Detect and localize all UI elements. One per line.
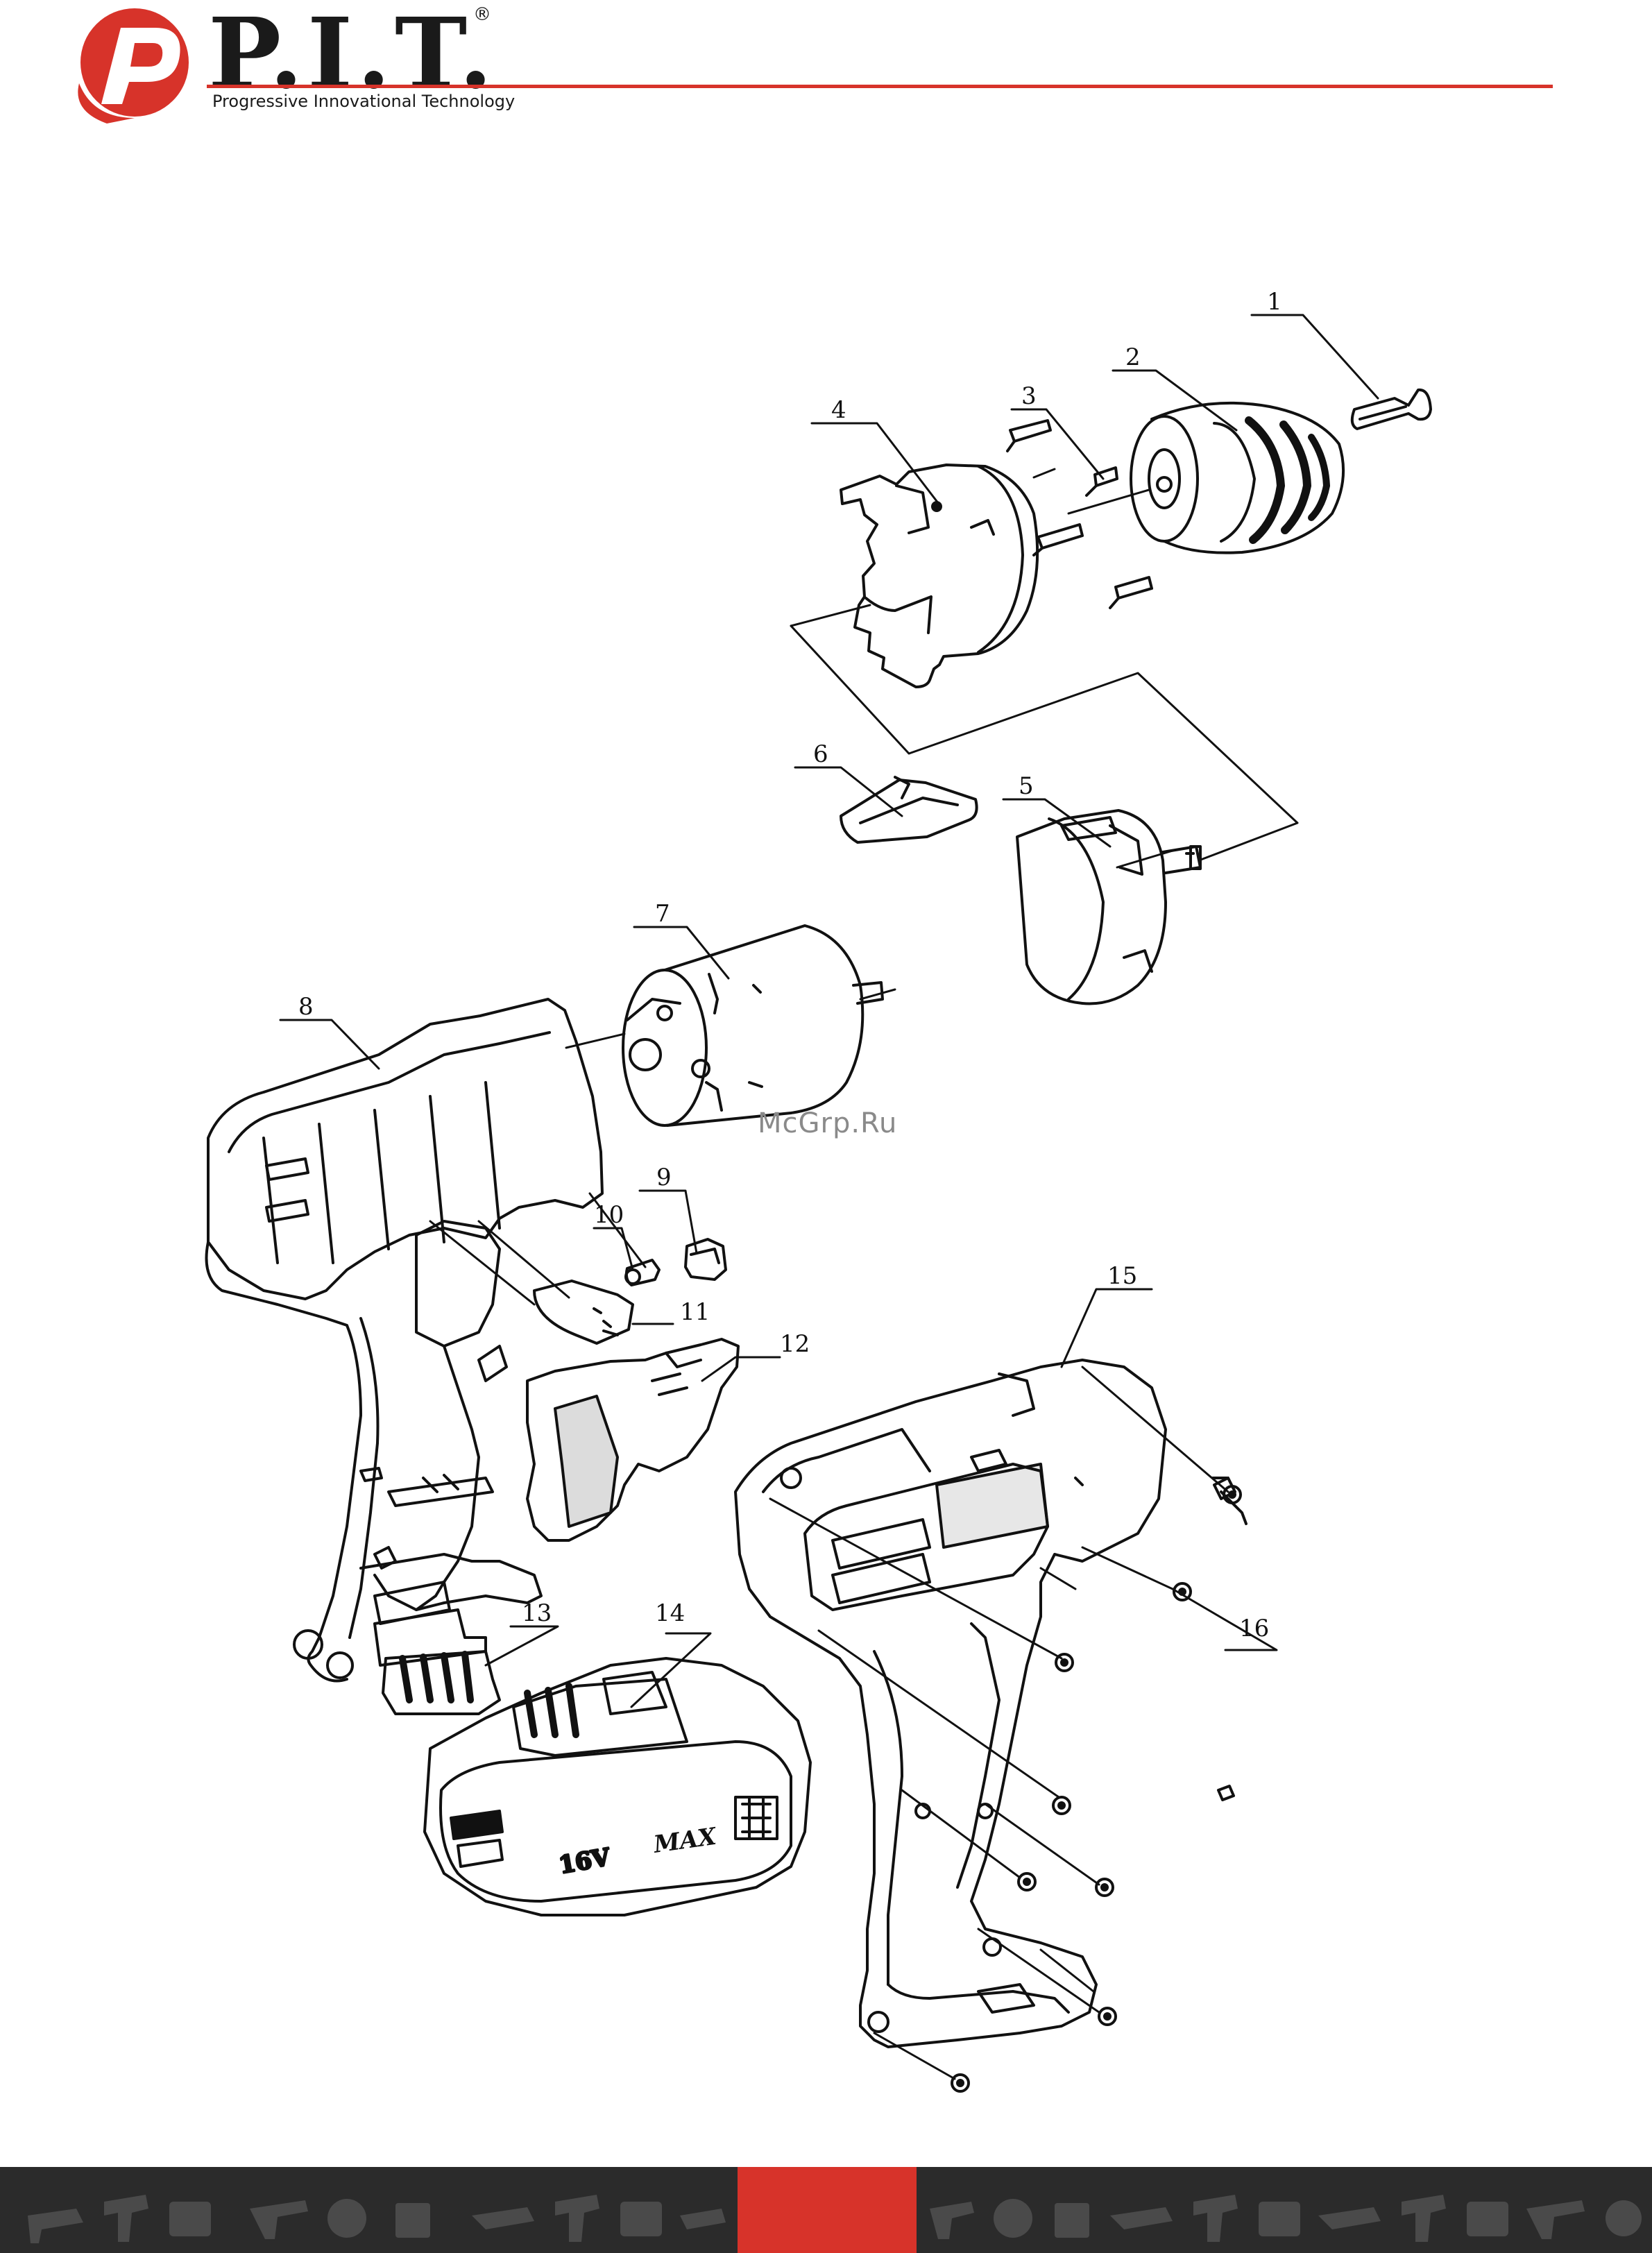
part-13-terminal-block	[383, 1651, 500, 1714]
callout-12: 12	[780, 1330, 810, 1358]
alignment-lines	[430, 469, 1297, 2079]
battery-voltage-label: 16V	[557, 1844, 613, 1880]
part-1-screw	[1352, 390, 1431, 429]
callout-8: 8	[298, 993, 314, 1021]
callout-15: 15	[1107, 1262, 1137, 1290]
watermark: McGrp.Ru	[758, 1107, 897, 1139]
callout-1: 1	[1267, 288, 1282, 316]
part-4-gearbox-cover	[841, 465, 1037, 687]
part-6-clip	[841, 777, 977, 842]
part-12-trigger-switch	[527, 1339, 738, 1540]
callout-6: 6	[813, 740, 828, 768]
callout-4: 4	[831, 396, 846, 424]
battery-max-label: MAX	[652, 1822, 719, 1859]
part-7-motor	[623, 926, 883, 1125]
callout-numbers: 1 2 3 4 5 6 7 8 9 10 11 12 13 14 15 16	[298, 288, 1282, 1642]
part-11-switch-piece	[534, 1281, 633, 1343]
callout-13: 13	[522, 1599, 552, 1627]
callout-3: 3	[1021, 382, 1037, 410]
tool-icon	[28, 2195, 1642, 2243]
part-14-battery	[425, 1658, 810, 1915]
callout-14: 14	[655, 1599, 685, 1627]
part-8-left-housing	[207, 999, 603, 1681]
callout-7: 7	[655, 900, 670, 928]
callout-10: 10	[594, 1201, 624, 1229]
part-5-gearbox	[1017, 810, 1200, 1003]
callout-5: 5	[1019, 772, 1034, 800]
footer-tool-icons	[0, 2167, 1652, 2253]
part-2-chuck	[1131, 403, 1343, 553]
callout-11: 11	[680, 1298, 710, 1326]
part-15-right-housing	[735, 1360, 1166, 2047]
part-16-screws	[952, 1478, 1246, 2091]
part-9-connector	[686, 1239, 726, 1279]
callout-9: 9	[656, 1164, 672, 1191]
callout-16: 16	[1239, 1615, 1269, 1642]
callout-2: 2	[1125, 343, 1141, 371]
